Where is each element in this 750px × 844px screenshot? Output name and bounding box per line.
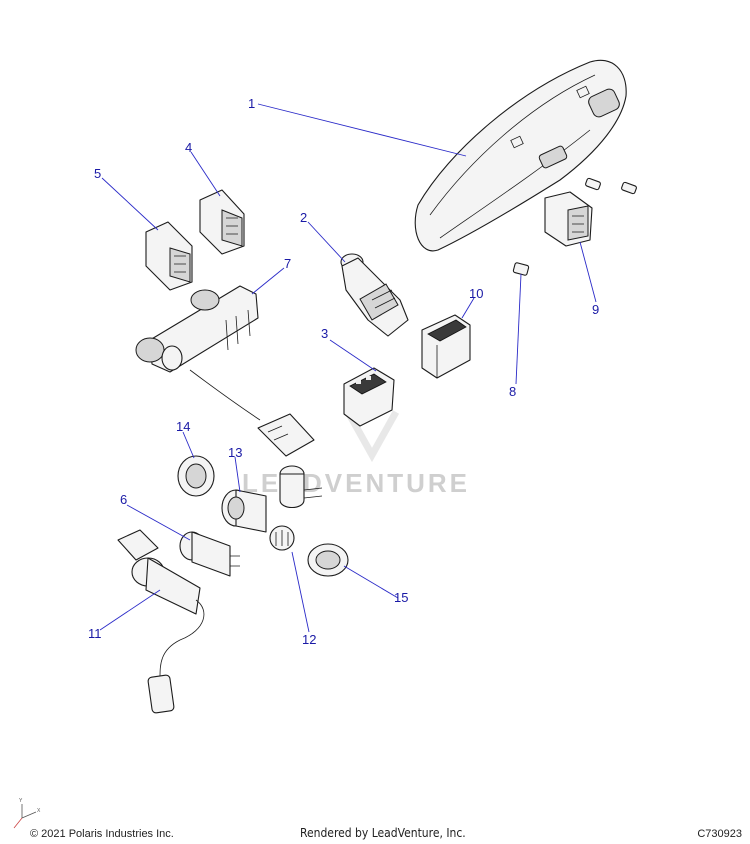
part-usb-switch-3 xyxy=(343,367,395,427)
axis-label-y: Y xyxy=(19,798,23,804)
axis-label-x: X xyxy=(37,808,41,814)
part-power-socket-6 xyxy=(179,531,240,577)
part-switch-4 xyxy=(199,189,245,255)
watermark-logo xyxy=(344,410,400,463)
part-12v-socket-11 xyxy=(117,529,205,714)
callout-9: 9 xyxy=(592,302,599,317)
part-rocker-switch-10 xyxy=(421,314,471,379)
callout-8: 8 xyxy=(509,384,516,399)
leader-4 xyxy=(190,151,221,197)
callout-14: 14 xyxy=(176,419,190,434)
leader-13 xyxy=(234,456,241,493)
part-instrument-cluster xyxy=(414,59,627,252)
part-ring-nut-15 xyxy=(307,543,349,577)
part-pin-8 xyxy=(512,262,530,276)
callout-7: 7 xyxy=(284,256,291,271)
leader-9 xyxy=(579,241,597,303)
part-screws xyxy=(585,177,637,195)
leader-2 xyxy=(307,221,346,263)
leader-11 xyxy=(99,589,161,631)
leader-5 xyxy=(101,177,159,231)
callout-3: 3 xyxy=(321,326,328,341)
callout-13: 13 xyxy=(228,445,242,460)
callout-15: 15 xyxy=(394,590,408,605)
part-socket-13 xyxy=(221,489,267,533)
leader-15 xyxy=(343,565,399,599)
callout-10: 10 xyxy=(469,286,483,301)
callout-1: 1 xyxy=(248,96,255,111)
coordinate-triad-icon: Y X xyxy=(13,798,41,829)
leader-10 xyxy=(461,297,475,319)
leader-12 xyxy=(291,551,310,633)
leader-14 xyxy=(182,431,195,459)
part-connector-9 xyxy=(544,191,593,247)
watermark-text: LEADVENTURE xyxy=(242,468,470,498)
part-connector-12 xyxy=(269,525,295,551)
drawing-code: C730923 xyxy=(697,828,742,840)
rendered-by-text: Rendered by LeadVenture, Inc. xyxy=(300,826,466,840)
leader-1 xyxy=(257,103,467,157)
part-switch-5 xyxy=(145,221,193,291)
part-nut-14 xyxy=(177,455,215,497)
callout-2: 2 xyxy=(300,210,307,225)
leader-6 xyxy=(126,504,191,541)
callout-5: 5 xyxy=(94,166,101,181)
callout-numbers: 1 2 3 4 5 6 7 8 9 10 11 12 13 14 15 xyxy=(88,96,599,647)
part-socket-upper xyxy=(279,465,323,509)
callout-6: 6 xyxy=(120,492,127,507)
callout-11: 11 xyxy=(88,626,102,641)
part-panel-bracket-7 xyxy=(135,285,315,457)
leader-7 xyxy=(251,267,285,295)
callout-12: 12 xyxy=(302,632,316,647)
part-key-switch-2 xyxy=(340,253,409,337)
copyright-text: © 2021 Polaris Industries Inc. xyxy=(30,828,174,840)
leader-8 xyxy=(515,273,522,385)
leader-lines xyxy=(99,103,597,633)
callout-4: 4 xyxy=(185,140,192,155)
leader-3 xyxy=(329,339,377,372)
